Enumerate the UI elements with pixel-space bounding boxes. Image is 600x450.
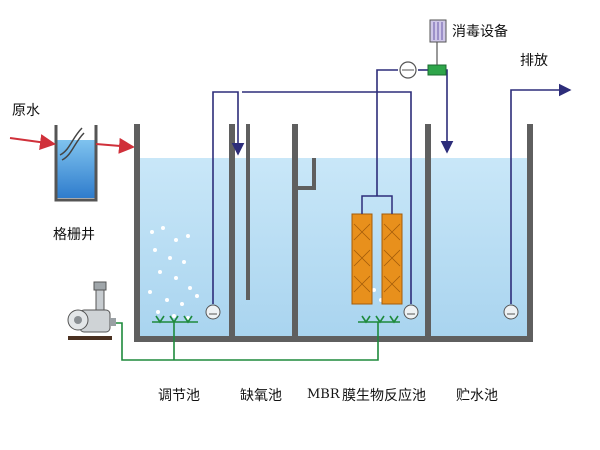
wall (134, 124, 140, 342)
anoxic-tank-label: 缺氧池 (240, 388, 282, 404)
grille-well-label: 格栅井 (53, 227, 95, 243)
submersible-pump (503, 304, 519, 320)
raw-water-label: 原水 (12, 103, 40, 119)
air-pipe (114, 322, 379, 361)
disinfection-unit (427, 19, 447, 76)
grille-screen (59, 127, 83, 156)
blower (67, 281, 116, 340)
mbr-tank-label: 膜生物反应池 (342, 388, 426, 404)
grille-wall (54, 125, 98, 202)
raw-water-inlet-arrow (9, 134, 56, 151)
discharge-label: 排放 (520, 53, 548, 69)
wall (229, 124, 235, 342)
disinfection-label: 消毒设备 (452, 24, 508, 40)
storage-tank-label: 贮水池 (456, 388, 498, 404)
transfer-arrow (95, 137, 135, 154)
regulating-tank-label: 调节池 (158, 388, 200, 404)
aerator-mbr (358, 315, 400, 324)
tank-floor (134, 336, 533, 342)
wall (425, 124, 431, 342)
grille-water (56, 140, 96, 198)
grille-screen (61, 132, 85, 161)
grille-well (54, 125, 98, 202)
mbr-label: MBR (307, 387, 340, 402)
baffle (246, 124, 250, 300)
suction-pump (399, 61, 417, 79)
air-bubbles (148, 226, 388, 320)
overflow-weir (312, 158, 316, 190)
anoxic-tank-water (235, 158, 292, 336)
aerator-regulating (152, 315, 198, 324)
process-pipes (212, 69, 572, 304)
submersible-pump (403, 304, 419, 320)
membrane-modules (351, 195, 403, 305)
wall (527, 124, 533, 342)
tank-walls (134, 124, 533, 342)
wall (292, 124, 298, 342)
overflow-weir (298, 186, 314, 190)
submersible-pump (205, 304, 221, 320)
